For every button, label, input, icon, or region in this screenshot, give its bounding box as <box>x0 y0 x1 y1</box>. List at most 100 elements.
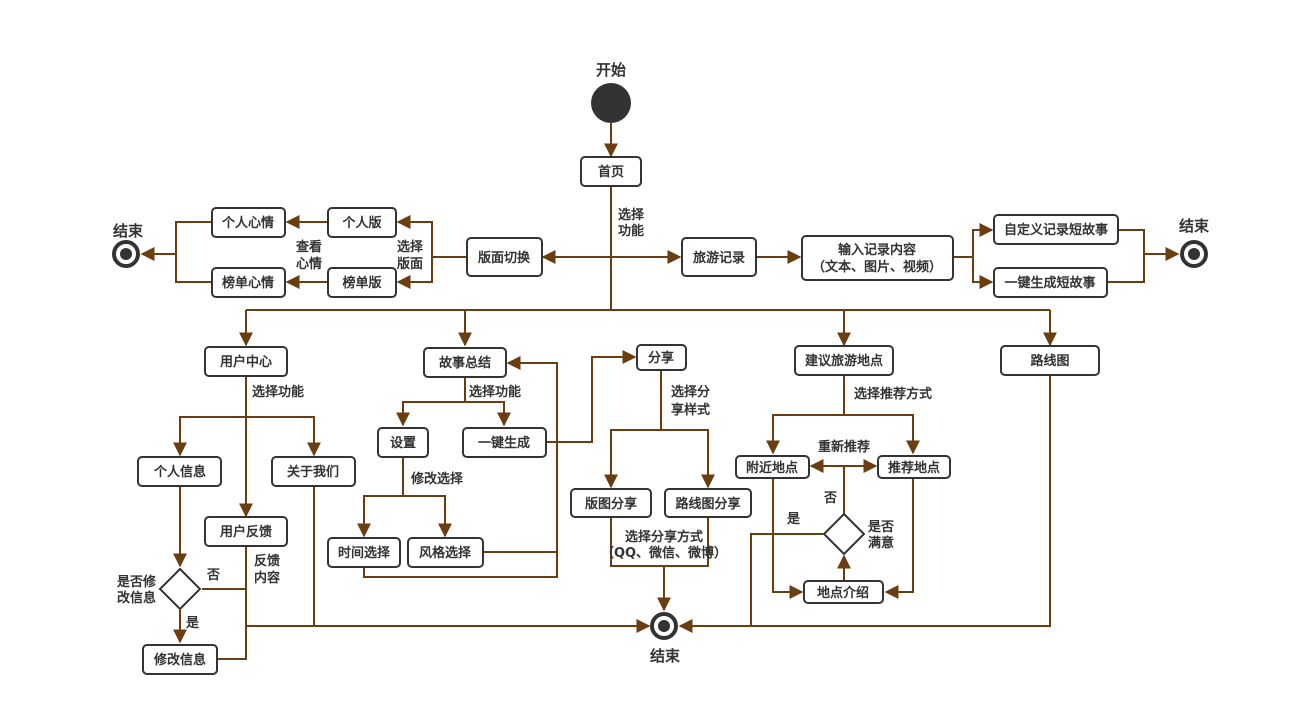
node-suggest-places: 建议旅游地点 <box>794 345 894 376</box>
label-modify-select: 修改选择 <box>410 471 464 487</box>
label-satisfied-2: 满意 <box>868 535 894 551</box>
svg-text:个人版: 个人版 <box>341 215 381 231</box>
edge-to-map-share <box>604 370 662 489</box>
label-re-recommend: 重新推荐 <box>818 439 870 455</box>
node-personal-mood: 个人心情 <box>211 207 286 238</box>
svg-text:一键生成短故事: 一键生成短故事 <box>1004 275 1095 291</box>
start-node <box>591 83 631 123</box>
label-share-method-2: （QQ、微信、微博） <box>601 545 727 561</box>
node-route-share: 路线图分享 <box>664 488 752 518</box>
label-feedback-1: 反馈 <box>254 553 280 569</box>
node-home: 首页 <box>580 156 642 187</box>
label-no-satisfied: 否 <box>823 491 837 506</box>
node-time-select: 时间选择 <box>327 537 401 568</box>
svg-text:用户中心: 用户中心 <box>219 354 272 370</box>
edge-to-style-select <box>403 495 452 538</box>
svg-text:首页: 首页 <box>598 164 624 180</box>
node-modify-info: 修改信息 <box>142 644 218 675</box>
svg-text:一键生成: 一键生成 <box>478 435 530 451</box>
label-share-style-2: 享样式 <box>671 402 710 418</box>
svg-text:个人信息: 个人信息 <box>153 464 206 480</box>
svg-text:路线图分享: 路线图分享 <box>675 496 740 512</box>
end-label-right: 结束 <box>1179 217 1210 235</box>
label-select-layout-1: 选择 <box>397 239 424 255</box>
node-ranking-mood: 榜单心情 <box>211 267 286 298</box>
edge-to-auto-story <box>972 257 994 289</box>
node-input-content: 输入记录内容 （文本、图片、视频） <box>801 235 954 281</box>
edge-nearby-to-intro <box>772 478 804 599</box>
node-ranking-edition: 榜单版 <box>327 267 397 298</box>
label-yes-modify: 是 <box>185 616 200 631</box>
edge-to-time-select <box>357 457 404 538</box>
edge-to-custom-story <box>953 223 994 258</box>
svg-text:用户反馈: 用户反馈 <box>219 524 272 540</box>
end-node-right <box>1180 240 1208 268</box>
end-label-left: 结束 <box>113 222 144 240</box>
end-label-bottom: 结束 <box>650 647 681 665</box>
edge-route-map-to-end <box>751 376 1051 627</box>
edge-back-to-summary <box>363 356 558 578</box>
svg-text:旅游记录: 旅游记录 <box>693 250 745 266</box>
label-no-modify: 否 <box>206 568 220 583</box>
node-route-map: 路线图 <box>1000 345 1100 376</box>
label-ss-select-func: 选择功能 <box>469 384 521 400</box>
decision-satisfied <box>822 512 866 556</box>
start-label: 开始 <box>596 61 626 79</box>
node-user-center: 用户中心 <box>204 346 288 377</box>
edges <box>140 123 1180 660</box>
svg-text:风格选择: 风格选择 <box>419 545 472 561</box>
end-node-left <box>112 240 140 268</box>
edge-to-share <box>547 350 637 443</box>
node-layout-switch: 版面切换 <box>466 237 543 277</box>
edge-recommended-to-intro <box>884 478 914 599</box>
node-place-intro: 地点介绍 <box>803 580 884 604</box>
node-about-us: 关于我们 <box>271 456 356 487</box>
label-yes-satisfied: 是 <box>786 512 801 527</box>
node-personal-info: 个人信息 <box>137 456 222 487</box>
edge-shares-merge <box>610 518 709 567</box>
label-view-mood-1: 查看 <box>295 239 322 255</box>
node-share: 分享 <box>636 344 687 371</box>
decision-modify-info <box>158 567 202 611</box>
edge-to-ranking-edition <box>396 257 433 289</box>
edge-to-one-click <box>465 401 511 427</box>
edge-to-nearby <box>766 376 845 455</box>
node-settings: 设置 <box>377 427 429 458</box>
label-modify-q-1: 是否修 <box>116 574 157 590</box>
svg-text:榜单心情: 榜单心情 <box>222 275 274 291</box>
label-view-mood-2: 心情 <box>296 256 322 272</box>
edge-to-recommended <box>844 414 920 455</box>
svg-text:（文本、图片、视频）: （文本、图片、视频） <box>812 259 942 275</box>
label-satisfied-1: 是否 <box>867 520 894 535</box>
svg-text:版图分享: 版图分享 <box>585 496 637 512</box>
node-auto-story: 一键生成短故事 <box>993 267 1108 298</box>
label-feedback-2: 内容 <box>254 570 280 586</box>
svg-text:自定义记录短故事: 自定义记录短故事 <box>1004 222 1108 238</box>
label-select-rec-method: 选择推荐方式 <box>854 386 932 402</box>
label-select-func-2: 功能 <box>618 223 644 239</box>
node-nearby-places: 附近地点 <box>735 455 810 479</box>
svg-text:建议旅游地点: 建议旅游地点 <box>805 353 883 369</box>
node-style-select: 风格选择 <box>407 537 484 568</box>
label-share-style-1: 选择分 <box>671 384 710 400</box>
node-personal-edition: 个人版 <box>327 207 397 238</box>
node-map-share: 版图分享 <box>570 488 652 518</box>
edge-to-personal-edition <box>396 215 467 258</box>
svg-text:修改信息: 修改信息 <box>153 652 206 668</box>
edge-to-route-share <box>661 429 715 489</box>
svg-text:分享: 分享 <box>648 350 674 366</box>
node-one-click: 一键生成 <box>462 427 547 458</box>
svg-text:地点介绍: 地点介绍 <box>817 585 869 601</box>
svg-text:推荐地点: 推荐地点 <box>888 460 940 476</box>
edge-modify-info-up <box>217 545 247 660</box>
node-custom-story: 自定义记录短故事 <box>993 214 1119 245</box>
edge-to-settings <box>396 376 466 427</box>
edge-moods-merge <box>175 221 212 283</box>
node-travel-record: 旅游记录 <box>681 237 757 277</box>
edge-satisfied-to-end <box>678 533 823 633</box>
svg-text:路线图: 路线图 <box>1030 353 1069 369</box>
edge-stories-merge <box>1107 229 1145 283</box>
node-recommended-places: 推荐地点 <box>877 455 951 479</box>
node-story-summary: 故事总结 <box>423 347 507 378</box>
svg-text:设置: 设置 <box>390 436 416 451</box>
